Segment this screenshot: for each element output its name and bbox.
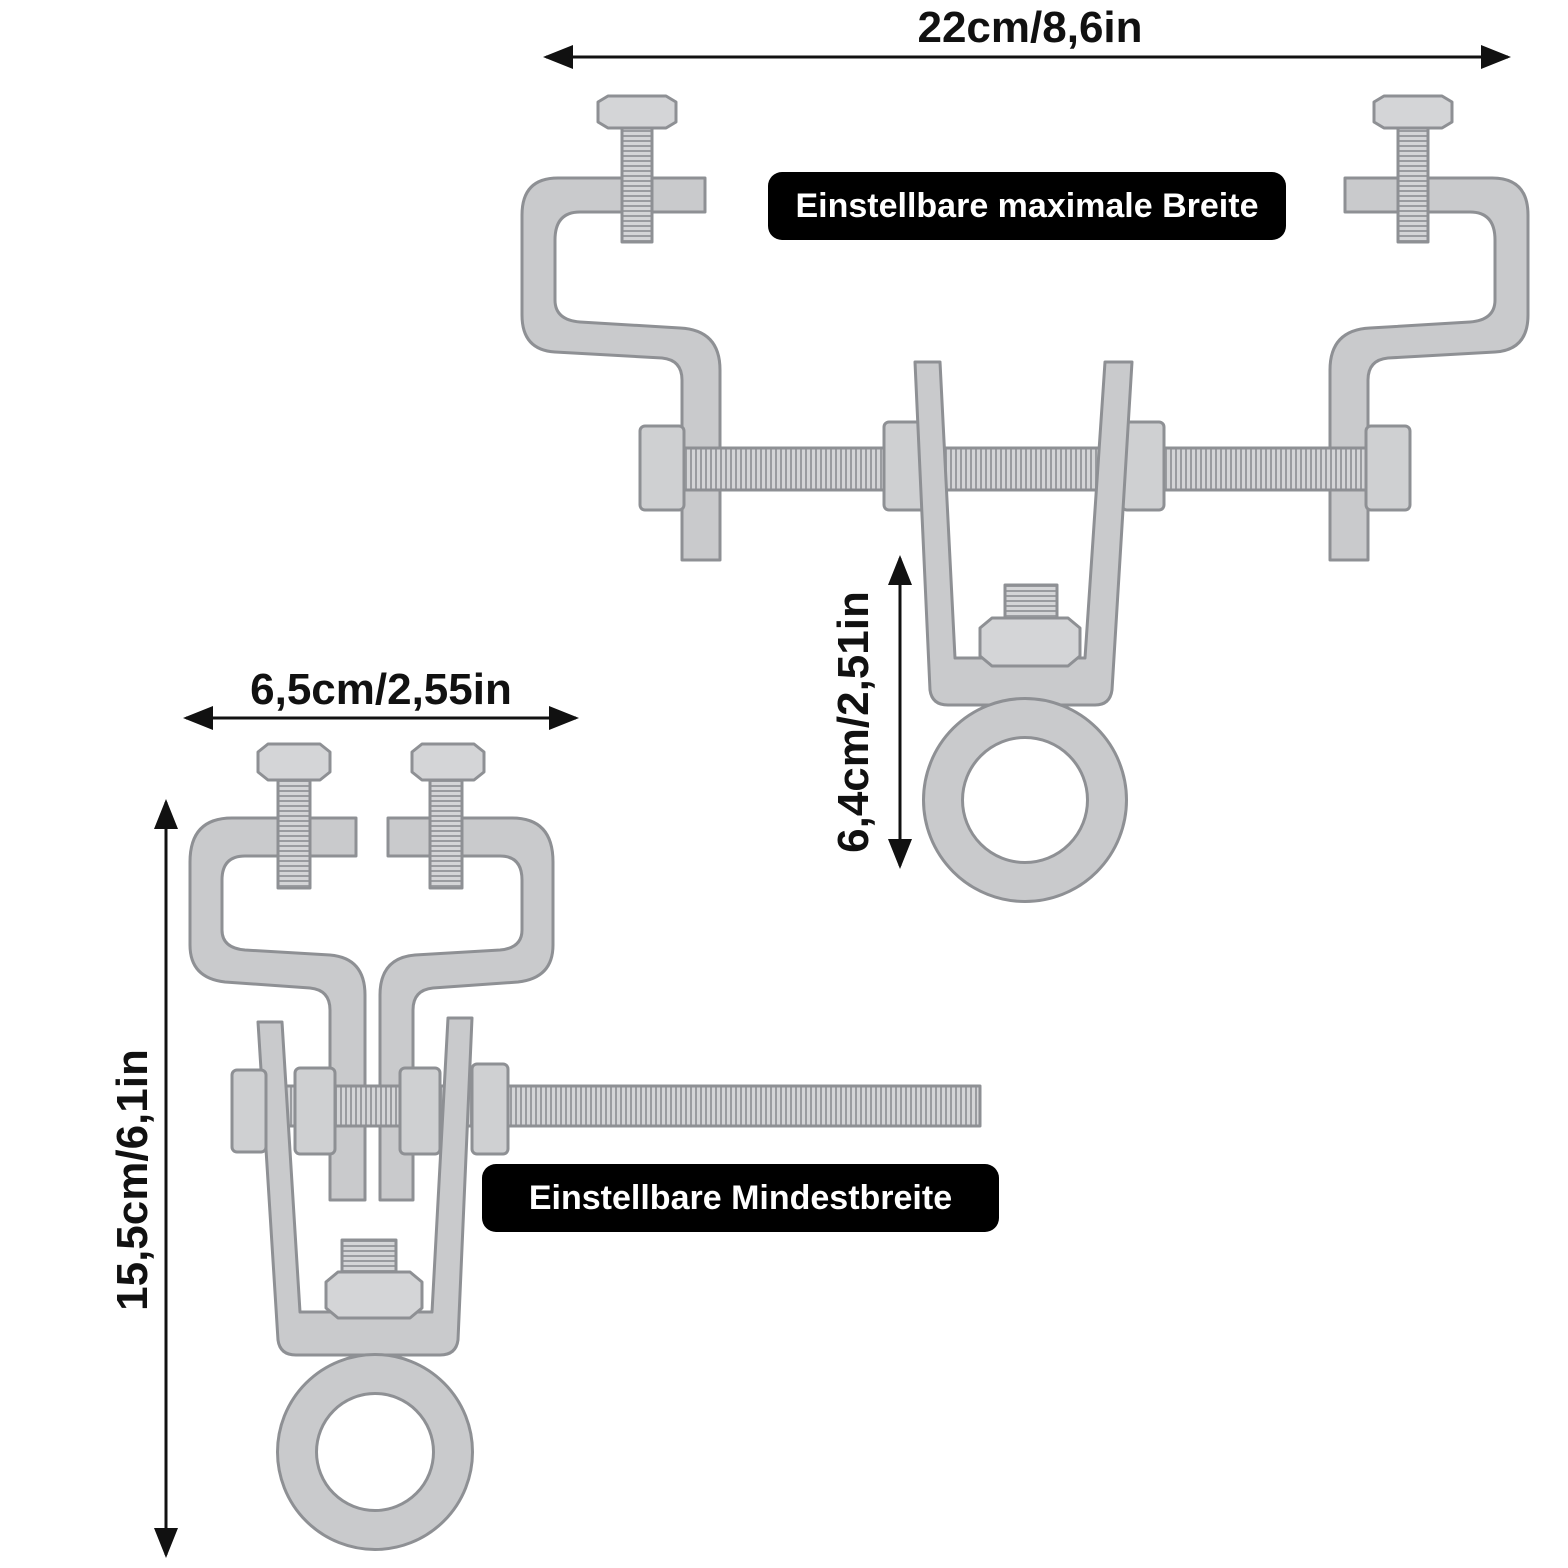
rod-nut — [230, 1068, 268, 1154]
right-clamp-bolt-head — [1372, 94, 1454, 130]
top-width-dimension: 22cm/8,6in — [917, 3, 1143, 52]
swivel-yoke — [913, 360, 1134, 707]
rod-nut — [470, 1062, 510, 1156]
rod-nut — [398, 1066, 442, 1156]
left-clamp-bolt-thread — [276, 768, 312, 890]
swivel-yoke — [256, 1016, 474, 1357]
left-clamp-bracket — [520, 176, 722, 562]
rod-nut — [293, 1066, 337, 1156]
right-clamp-bracket — [1328, 176, 1530, 562]
horizontal-threaded-rod — [648, 446, 1407, 492]
eye-bolt-nut — [324, 1270, 424, 1320]
right-clamp-bolt-head — [410, 742, 486, 782]
min-width-label: Einstellbare Mindestbreite — [482, 1164, 999, 1232]
left-clamp-bolt-head — [596, 94, 678, 130]
rod-nut — [638, 424, 686, 512]
right-clamp-bolt-thread — [428, 768, 464, 890]
left-clamp-bracket — [188, 816, 367, 1202]
min-width-dimension: 6,5cm/2,55in — [250, 665, 512, 714]
horizontal-threaded-rod — [233, 1084, 982, 1128]
hanger-min-width-illustration — [188, 742, 982, 1551]
hanger-max-width-illustration — [520, 94, 1530, 903]
eye-bolt-nut — [978, 616, 1082, 668]
max-width-label: Einstellbare maximale Breite — [768, 172, 1286, 240]
left-clamp-bolt-head — [256, 742, 332, 782]
eye-height-dimension: 6,4cm/2,51in — [829, 591, 878, 853]
left-clamp-bolt-thread — [620, 118, 654, 244]
right-clamp-bolt-thread — [1396, 118, 1430, 244]
right-clamp-bracket — [378, 816, 555, 1202]
rod-nut — [1364, 424, 1412, 512]
total-height-dimension: 15,5cm/6,1in — [108, 1049, 157, 1311]
